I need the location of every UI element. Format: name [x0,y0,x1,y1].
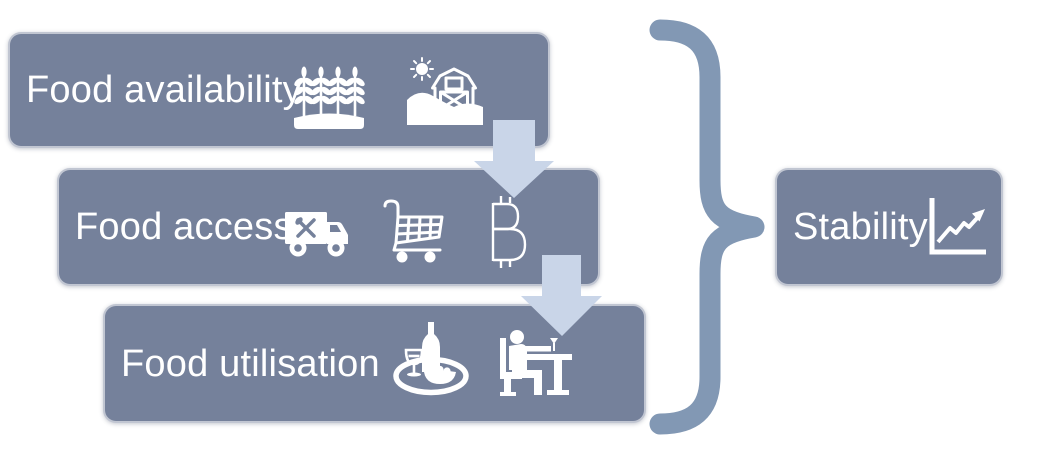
farm-barn-icon [407,57,483,125]
food-truck-icon [285,212,348,257]
food-utilisation-label: Food utilisation [121,342,380,385]
trend-chart-icon [929,198,986,255]
shopping-cart-icon [383,199,444,263]
food-access-box: Food access [57,168,600,286]
food-access-label: Food access [75,206,293,248]
stability-box: Stability [775,168,1003,286]
food-availability-box: Food availability [8,32,550,148]
bitcoin-icon [491,196,527,268]
person-dining-icon [500,330,572,396]
wheat-field-icon [292,66,366,129]
curly-brace-connector [649,19,765,435]
food-utilisation-box: Food utilisation [103,304,646,423]
food-availability-label: Food availability [26,69,302,111]
meal-plate-icon [393,322,469,396]
stability-label: Stability [793,206,928,248]
